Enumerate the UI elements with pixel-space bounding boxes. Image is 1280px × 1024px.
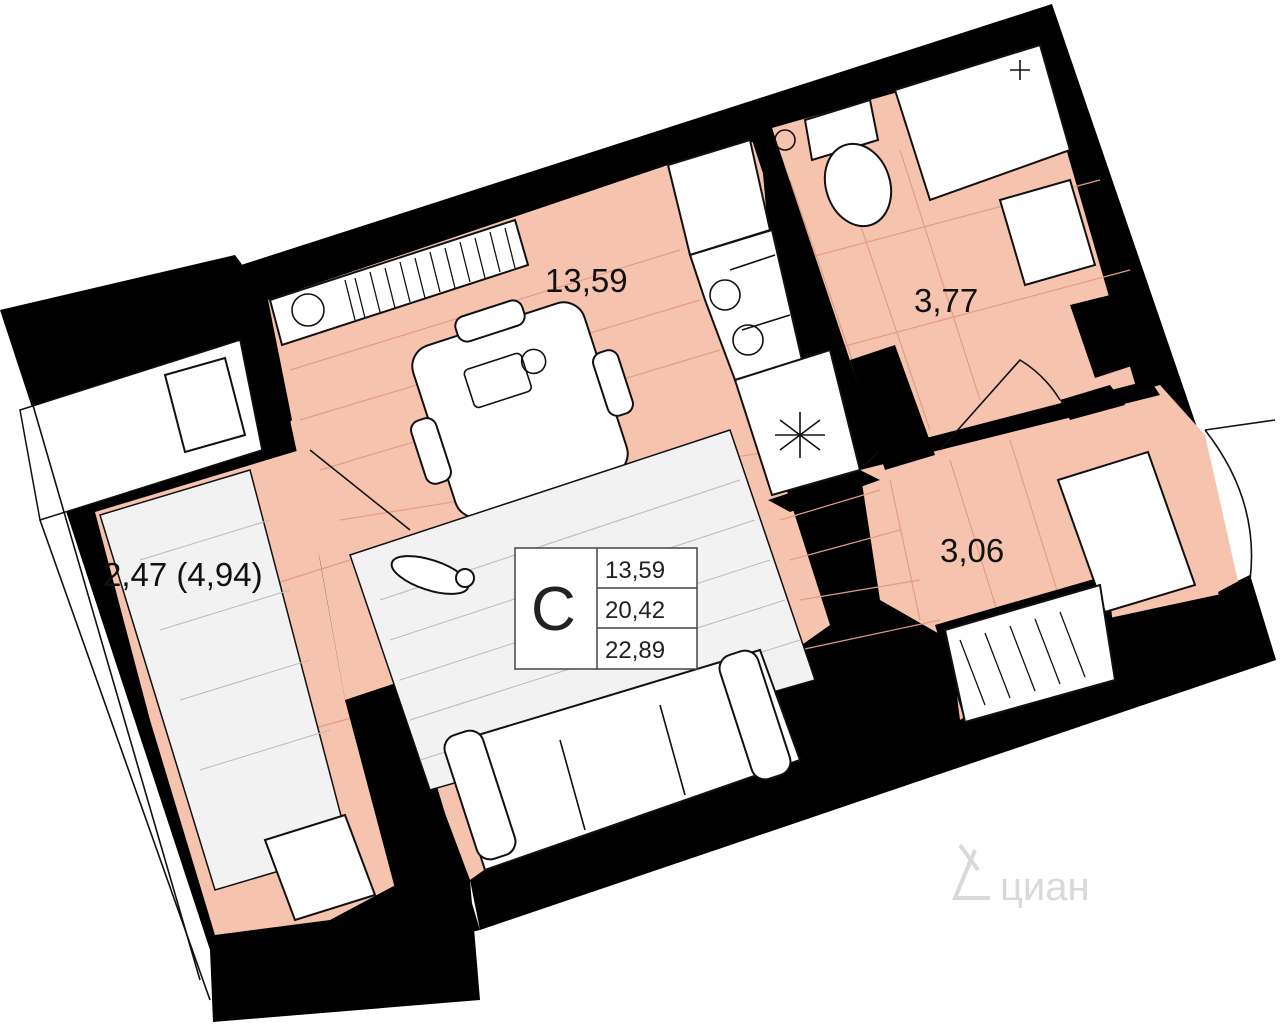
toilet-bowl [823,142,893,228]
sofa [443,648,802,872]
balcony-area-label: 2,47 (4,94) [103,556,263,593]
legend-total-area: 22,89 [605,637,665,664]
sink [998,178,1097,287]
balcony-furniture [19,339,377,1001]
shower-tray [893,43,1072,202]
doors [309,358,1276,581]
cian-house-icon [952,843,990,900]
area-legend: С 13,59 20,42 22,89 [514,547,698,670]
dining-set [410,299,634,525]
apartment-type-letter: С [531,575,576,644]
bathroom-area-label: 3,77 [914,282,978,319]
hallway-furniture [943,450,1197,724]
armchair [263,813,377,922]
main-room-area-label: 13,59 [545,262,628,299]
window-shelf [268,218,530,347]
watermark-text: циан [1000,865,1090,909]
legend-area-without-balcony: 20,42 [605,597,665,624]
cian-watermark: циан [952,843,1090,909]
bathroom-fixtures [774,43,1097,287]
hallway-area-label: 3,06 [940,532,1004,569]
cat-icon [390,555,475,595]
legend-living-area: 13,59 [605,557,665,584]
kitchen-counter [666,138,862,497]
plant-icon [291,293,325,327]
shoe-rack [943,583,1117,724]
balcony-cabinet [163,356,247,454]
wardrobe [1056,450,1197,614]
